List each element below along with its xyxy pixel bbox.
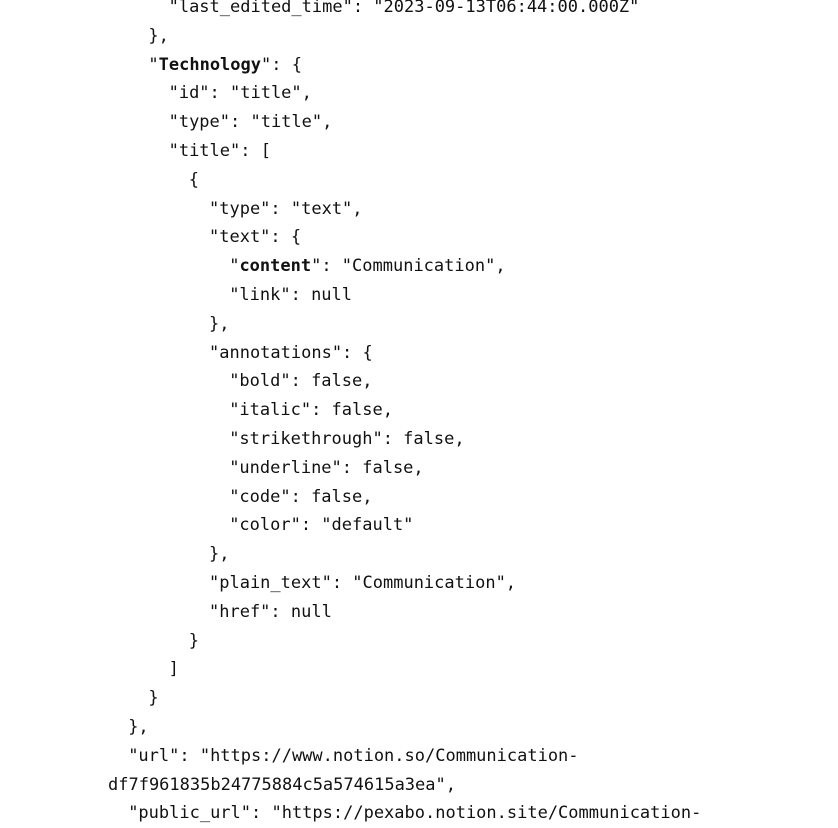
code-text: "bold": false, <box>229 371 373 392</box>
code-line: "Technology": { <box>148 51 302 80</box>
code-text: "italic": false, <box>229 400 393 421</box>
code-line: "link": null <box>229 281 352 310</box>
code-text: } <box>148 688 159 709</box>
code-line: "code": false, <box>229 483 372 512</box>
code-text: "color": "default" <box>229 515 414 536</box>
code-line: } <box>148 684 158 713</box>
code-line: "id": "title", <box>169 79 312 108</box>
code-text: " <box>148 54 159 75</box>
code-line: "underline": false, <box>229 454 423 483</box>
code-line: "type": "title", <box>169 108 333 137</box>
code-text: "last_edited_time": "2023-09-13T06:44:00… <box>168 0 640 17</box>
code-text: ": "Communication", <box>311 256 506 277</box>
code-text: } <box>188 630 200 651</box>
code-text: "href": null <box>209 601 332 622</box>
code-text: "underline": false, <box>229 457 424 478</box>
code-text: "annotations": { <box>209 342 373 363</box>
code-text: }, <box>148 25 169 46</box>
code-line: }, <box>148 22 168 51</box>
code-text: }, <box>209 313 230 334</box>
code-line: "color": "default" <box>229 511 413 540</box>
code-line: "italic": false, <box>229 396 393 425</box>
code-text: "plain_text": "Communication", <box>209 573 517 593</box>
code-text: " <box>229 256 240 277</box>
code-text: "type": "text", <box>209 198 363 219</box>
code-line: { <box>189 166 199 195</box>
code-text: }, <box>128 717 149 737</box>
code-line: }, <box>209 310 229 339</box>
code-line: } <box>189 627 199 656</box>
code-text: ] <box>168 659 179 680</box>
code-line: df7f961835b24775884c5a574615a3ea", <box>108 771 456 800</box>
code-text: "public_url": "https://pexabo.notion.sit… <box>128 803 702 824</box>
code-line: ] <box>169 655 179 684</box>
code-line: "plain_text": "Communication", <box>209 569 516 598</box>
code-text: "id": "title", <box>168 83 312 104</box>
code-text: "strikethrough": false, <box>229 429 465 449</box>
code-line: "strikethrough": false, <box>229 425 464 454</box>
code-text: { <box>188 169 200 190</box>
code-text: "type": "title", <box>168 112 333 133</box>
code-text: "code": false, <box>229 486 373 507</box>
code-line: "bold": false, <box>229 367 372 396</box>
code-line: "content": "Communication", <box>229 252 505 281</box>
code-key-bold: content <box>239 256 312 277</box>
code-line: }, <box>209 540 229 569</box>
code-text: ": { <box>261 54 302 75</box>
code-line: "last_edited_time": "2023-09-13T06:44:00… <box>169 0 640 22</box>
code-line: "url": "https://www.notion.so/Communicat… <box>128 742 578 771</box>
code-text: }, <box>209 544 230 565</box>
code-text: df7f961835b24775884c5a574615a3ea", <box>108 774 456 795</box>
code-text: "text": { <box>209 227 302 248</box>
code-key-bold: Technology <box>158 54 261 75</box>
code-line: }, <box>128 713 148 742</box>
code-line: "annotations": { <box>209 339 373 368</box>
code-line: "href": null <box>209 598 332 627</box>
code-text: "url": "https://www.notion.so/Communicat… <box>128 745 579 766</box>
code-text: "link": null <box>229 285 353 305</box>
code-line: "type": "text", <box>209 195 363 224</box>
code-line: "title": [ <box>169 137 271 166</box>
code-text: "title": [ <box>168 141 271 161</box>
code-line: "text": { <box>209 223 301 252</box>
code-line: "public_url": "https://pexabo.notion.sit… <box>128 799 701 828</box>
